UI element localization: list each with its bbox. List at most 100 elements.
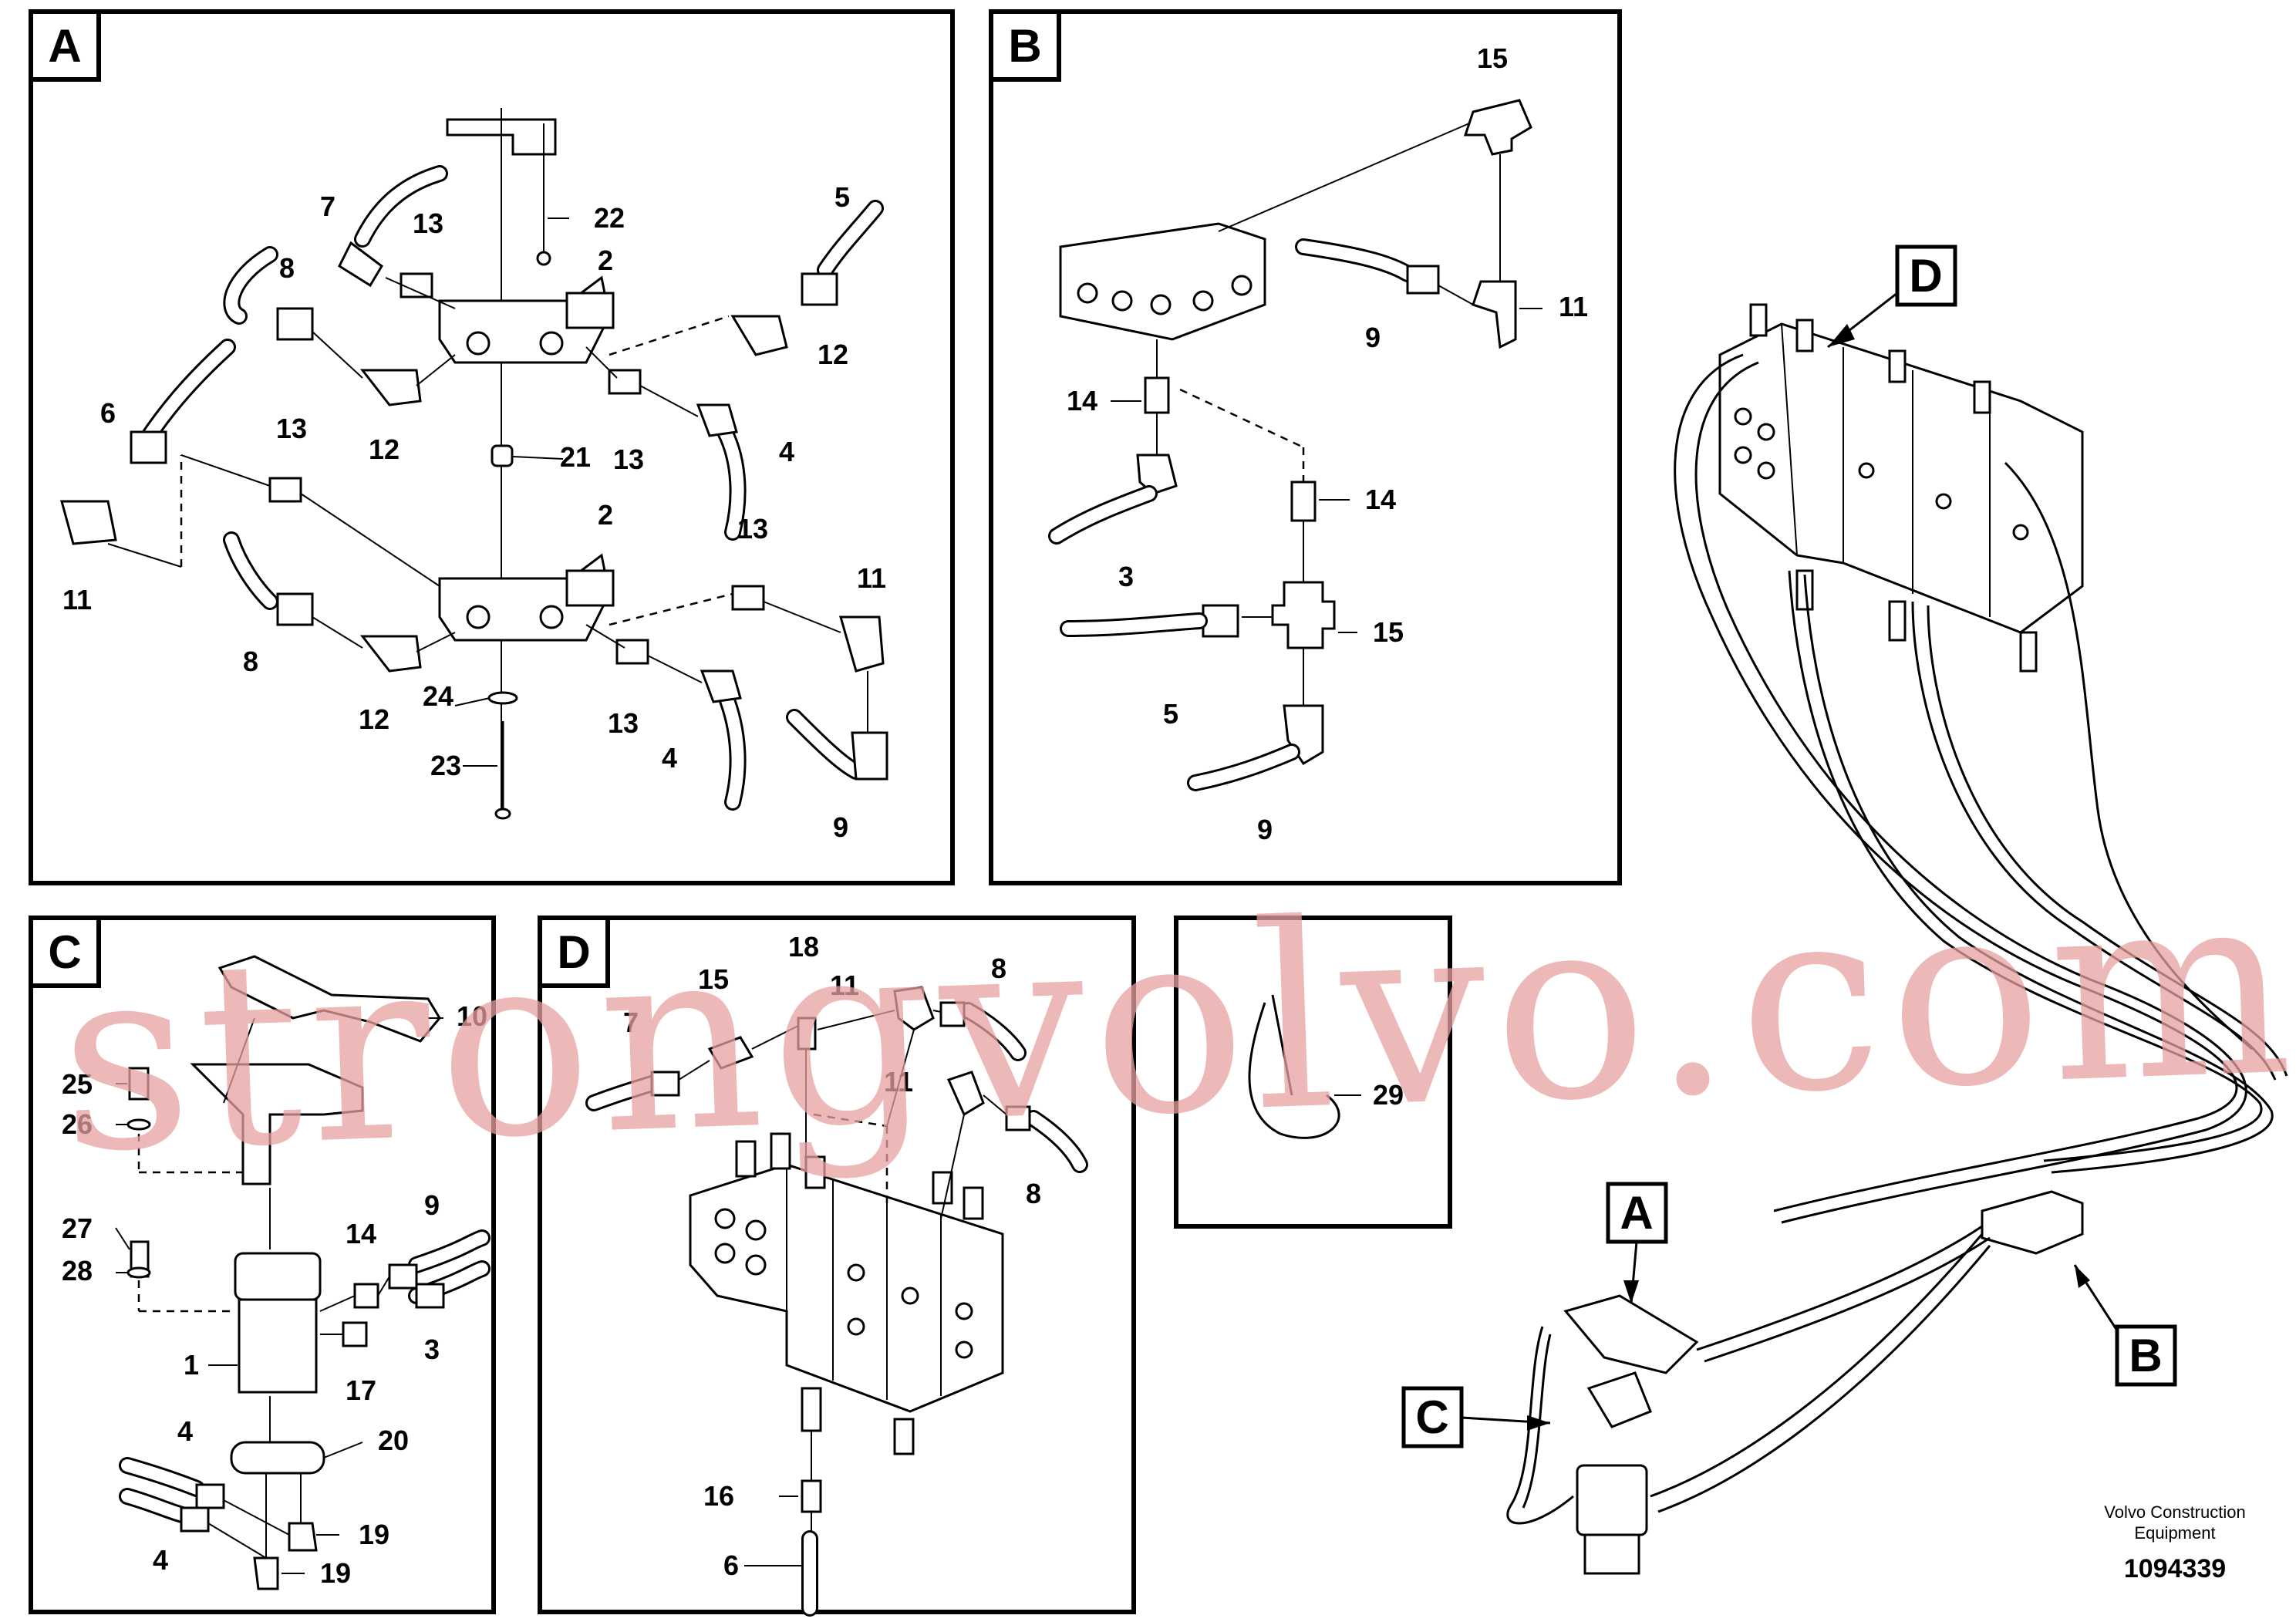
callout-c-3: 3 (424, 1334, 440, 1365)
callout-a-22: 22 (594, 202, 625, 234)
panel-c-tag: C (48, 926, 81, 978)
panel-a-tag-box (29, 9, 101, 82)
callout-c-28: 28 (62, 1255, 93, 1286)
panel-b-tag-box (989, 9, 1061, 82)
adapter-15-d (707, 1036, 754, 1070)
screw-25 (128, 1067, 150, 1101)
nut-8-lower (276, 592, 314, 626)
callout-c-1: 1 (184, 1349, 199, 1381)
callout-c-9: 9 (424, 1189, 440, 1221)
spacer-21 (491, 444, 514, 467)
callout-a-11a: 11 (62, 584, 92, 615)
callout-c-4b: 4 (153, 1544, 168, 1576)
callout-a-23: 23 (430, 750, 461, 781)
panel-c-tag-box (29, 916, 101, 988)
overview-tag-d: D (1909, 250, 1942, 302)
drawing-number: 1094339 (2124, 1554, 2226, 1583)
valve-port-4 (539, 605, 564, 629)
nut-4-upper (696, 403, 738, 437)
tee-11b-d (946, 1071, 985, 1117)
callout-b-9b: 9 (1257, 814, 1273, 845)
overview-hose-1 (1674, 353, 2238, 1212)
callout-d-11a: 11 (830, 969, 859, 1001)
adapter-13e (615, 639, 649, 665)
panel-cable-tie-frame (1174, 916, 1452, 1229)
nut-5 (801, 272, 838, 306)
elbow-11a (60, 500, 117, 545)
adapter-14-right (1290, 481, 1317, 522)
elbow-12c (359, 635, 422, 673)
screw-23-head (494, 808, 511, 820)
elbow-11b (839, 615, 885, 673)
callout-d-6: 6 (723, 1549, 739, 1581)
callout-d-11b: 11 (884, 1066, 913, 1098)
callout-c-10: 10 (457, 1000, 487, 1032)
elbow-7 (338, 241, 383, 288)
callout-b-3: 3 (1118, 561, 1134, 592)
callout-a-11b: 11 (857, 562, 886, 594)
adapter-13a (400, 272, 433, 298)
callout-c-19a: 19 (359, 1519, 389, 1550)
callout-a-5: 5 (834, 181, 850, 213)
panel-d-tag: D (557, 926, 590, 978)
callout-d-7: 7 (623, 1007, 639, 1038)
credit-line-1: Volvo Construction (2104, 1502, 2245, 1522)
overview-tag-b-box (2115, 1324, 2177, 1387)
nut-6 (130, 430, 167, 464)
adapter-14-c (353, 1283, 379, 1309)
callout-a-2b: 2 (598, 499, 613, 531)
callout-a-13d: 13 (737, 513, 768, 545)
callout-a-12a: 12 (818, 339, 848, 370)
elbow-19a (288, 1522, 318, 1552)
nut-9 (851, 731, 888, 781)
callout-a-12c: 12 (359, 703, 389, 735)
tee-11a-d (893, 986, 935, 1031)
pilot-valve-body-1 (238, 1298, 318, 1394)
callout-a-6: 6 (100, 397, 116, 429)
callout-c-19b: 19 (320, 1557, 351, 1589)
valve-solenoid-lower (565, 569, 615, 607)
cable-tie-29 (1248, 1002, 1340, 1139)
panel-c: C (29, 916, 496, 1614)
overview-tag-c-box (1401, 1386, 1464, 1448)
overview-tag-c: C (1415, 1391, 1448, 1443)
panel-a: A (29, 9, 955, 885)
panel-d-tag-box (538, 916, 610, 988)
panel-cable-tie: 29 (1174, 916, 1452, 1229)
callout-a-7: 7 (320, 191, 335, 222)
adapter-13d (731, 585, 765, 611)
overview-tag-b: B (2129, 1330, 2162, 1381)
panel-a-tag: A (48, 20, 81, 72)
fitting-18 (797, 1017, 817, 1050)
nut-8-upper (276, 307, 314, 341)
valve-port-1 (466, 331, 491, 356)
callout-a-9: 9 (833, 811, 848, 843)
callout-a-12b: 12 (369, 433, 400, 465)
callout-a-2a: 2 (598, 244, 613, 276)
callout-d-18: 18 (788, 931, 819, 963)
valve-port-3 (466, 605, 491, 629)
washer-24 (487, 691, 518, 705)
overview-block-b (1981, 1190, 2084, 1255)
overview-tag-a: A (1620, 1187, 1653, 1239)
callout-b-5: 5 (1163, 698, 1178, 730)
callout-a-21: 21 (560, 441, 591, 473)
callout-a-8a: 8 (279, 252, 295, 284)
pedal-10 (217, 955, 441, 1043)
gasket-20 (230, 1441, 325, 1475)
overview-valve-a (1563, 1294, 1699, 1374)
callout-c-26: 26 (62, 1108, 93, 1140)
elbow-3 (1136, 454, 1178, 495)
washer-26 (126, 1118, 151, 1131)
callout-a-4b: 4 (662, 742, 677, 774)
callout-c-4a: 4 (177, 1415, 193, 1447)
watermark: strongvolvo.com (56, 835, 2296, 1209)
overview-tag-a-box (1606, 1182, 1668, 1244)
overview-pedal-c (1586, 1371, 1652, 1428)
pedal-bracket (190, 1063, 364, 1185)
overview-hose-2 (1788, 570, 2263, 1162)
callout-c-14: 14 (346, 1218, 376, 1249)
panel-a-frame (29, 9, 955, 885)
valve-port-2 (539, 331, 564, 356)
